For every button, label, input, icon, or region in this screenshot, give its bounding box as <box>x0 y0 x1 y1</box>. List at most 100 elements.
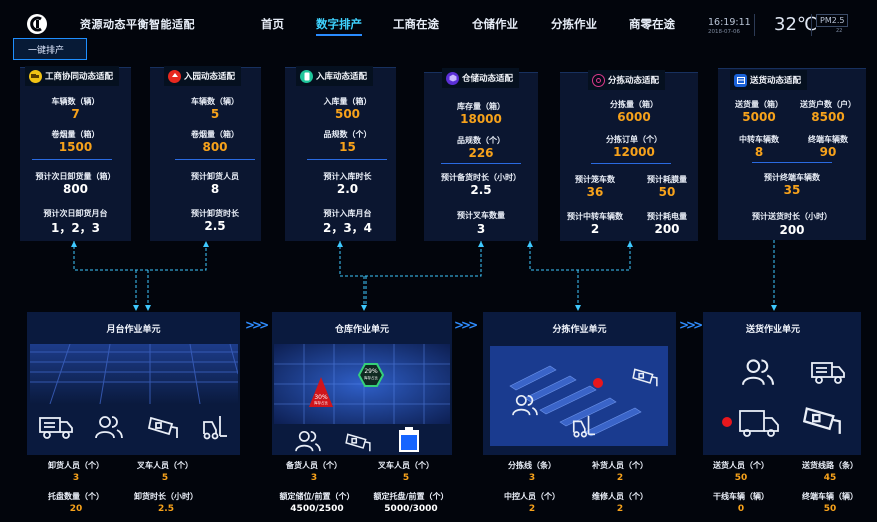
forklift-icon <box>572 415 595 438</box>
nav-storage-ops[interactable]: 仓储作业 <box>472 17 518 31</box>
card-label: 品规数（个） <box>457 136 505 145</box>
clock-date: 2018-07-06 <box>708 29 740 35</box>
card-label: 送货量（箱） <box>735 100 783 109</box>
divider <box>591 163 671 164</box>
card-warehouse-in <box>285 67 396 241</box>
card-sorting <box>560 72 698 241</box>
card-label: 分拣量（箱） <box>610 100 658 109</box>
card-value: 2 <box>590 222 600 236</box>
box-icon <box>734 73 747 87</box>
truck-icon <box>811 362 845 384</box>
unit-label: 叉车人员（个） <box>137 461 193 470</box>
inventory-gauge-green-icon <box>358 363 384 387</box>
card-value: 2.5 <box>204 219 226 233</box>
camera-icon <box>148 416 178 438</box>
card-value: 5000 <box>742 110 776 124</box>
inventory-gauge-red-icon <box>309 377 333 407</box>
card-entry-header: 入园动态适配 <box>164 66 242 86</box>
aqi-label: PM2.5 <box>816 14 849 27</box>
temperature: 32℃ <box>774 14 818 35</box>
camera-icon <box>803 407 841 434</box>
card-label: 预计入库月台 <box>323 209 372 218</box>
card-label: 预计次日卸货量（箱） <box>35 172 116 181</box>
card-label: 预计耗膜量 <box>647 175 687 184</box>
card-value: 18000 <box>460 112 502 126</box>
card-value: 8 <box>210 182 220 196</box>
card-value: 50 <box>658 185 676 199</box>
card-delivery <box>718 68 866 240</box>
card-label: 分拣订单（个） <box>606 135 662 144</box>
card-value: 200 <box>654 222 680 236</box>
unit-delivery <box>703 312 861 455</box>
nav-sorting-ops[interactable]: 分拣作业 <box>551 17 597 31</box>
card-value: 200 <box>779 223 805 237</box>
card-value: 226 <box>468 146 494 160</box>
unit-label: 额定托盘/前置（个） <box>373 492 449 501</box>
card-value: 800 <box>62 182 89 196</box>
card-title: 入园动态适配 <box>184 72 236 82</box>
gauge-green-sub: 库存占比 <box>364 376 378 380</box>
sorting-scene-image <box>490 346 668 446</box>
unit-label: 送货线路（条） <box>802 461 858 470</box>
unit-value: 3 <box>528 473 536 483</box>
unit-label: 中控人员（个） <box>504 492 560 501</box>
card-value: 2.0 <box>336 182 359 196</box>
unit-title: 送货作业单元 <box>745 325 800 335</box>
unit-label: 送货人员（个） <box>713 461 769 470</box>
nav-digital-scheduling[interactable]: 数字排产 <box>316 16 362 36</box>
unit-label: 补货人员（个） <box>592 461 648 470</box>
card-value: 2，3，4 <box>322 221 373 235</box>
card-value: 90 <box>819 145 837 159</box>
divider <box>32 159 112 160</box>
nav-retail-transit[interactable]: 商零在途 <box>629 17 675 31</box>
unit-label: 额定储位/前置（个） <box>279 492 355 501</box>
unit-label: 分拣线（条） <box>508 461 556 470</box>
dock-scene-image <box>30 344 238 404</box>
divider <box>175 159 255 160</box>
card-delivery-header: 送货动态适配 <box>730 70 808 90</box>
divider <box>307 159 387 160</box>
card-label: 品规数（个） <box>323 130 372 139</box>
card-warehouse-in-header: 入库动态适配 <box>296 66 374 86</box>
card-label: 预计终端车辆数 <box>764 173 820 182</box>
card-label: 终端车辆数 <box>808 135 848 144</box>
unit-label: 卸货时长（小时） <box>134 492 198 501</box>
flow-chevron-icon: >>> <box>679 318 703 332</box>
card-label: 预计次日卸货月台 <box>43 209 108 218</box>
card-storage-header: 仓储动态适配 <box>442 68 520 88</box>
card-label: 预计卸货人员 <box>191 172 239 181</box>
card-title: 分拣动态适配 <box>608 76 660 86</box>
card-value: 15 <box>339 140 356 154</box>
card-value: 6000 <box>617 110 651 124</box>
unit-title: 月台作业单元 <box>106 325 161 335</box>
unit-value: 2 <box>616 473 624 483</box>
nav-industry-transit[interactable]: 工商在途 <box>393 17 439 31</box>
unit-value: 50 <box>734 473 748 483</box>
unit-value: 5000/3000 <box>384 504 438 514</box>
unit-value: 3 <box>310 473 318 483</box>
warehouse-scene-image <box>274 344 450 424</box>
one-key-schedule-button[interactable]: 一键排产 <box>13 38 87 60</box>
card-label: 预计备货时长（小时） <box>441 173 521 182</box>
card-label: 入库量（箱） <box>323 97 372 106</box>
unit-value: 4500/2500 <box>290 504 344 514</box>
card-label: 库存量（箱） <box>457 102 505 111</box>
gauge-red-sub: 库存占比 <box>314 401 328 405</box>
card-value: 5 <box>210 107 220 121</box>
card-storage <box>424 72 538 241</box>
truck-icon <box>29 69 42 83</box>
camera-icon <box>345 433 371 452</box>
card-value: 1，2，3 <box>50 221 101 235</box>
card-label: 预计中转车辆数 <box>567 212 623 221</box>
card-label: 车辆数（辆） <box>51 97 100 106</box>
cube-icon <box>446 71 459 85</box>
unit-label: 维修人员（个） <box>592 492 648 501</box>
unit-value: 20 <box>69 504 83 514</box>
unit-value: 0 <box>737 504 745 514</box>
gauge-red-value: 30% <box>314 394 328 401</box>
people-icon <box>295 430 321 452</box>
battery-icon <box>399 427 419 452</box>
nav-home[interactable]: 首页 <box>261 17 284 31</box>
card-title: 送货动态适配 <box>750 76 802 86</box>
card-title: 仓储动态适配 <box>462 74 514 84</box>
